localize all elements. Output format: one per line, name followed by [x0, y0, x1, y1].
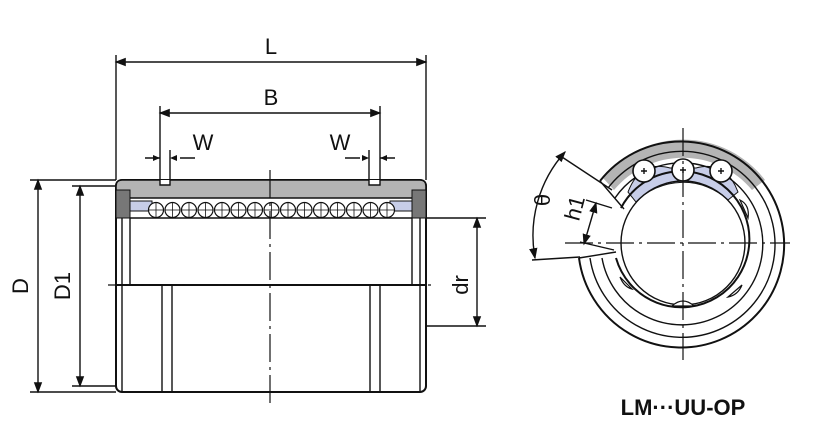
label-h1: h1: [560, 193, 590, 223]
end-view: θ h1: [529, 128, 790, 360]
model-name: LM···UU-OP: [621, 395, 746, 420]
label-L: L: [265, 34, 277, 59]
label-D1: D1: [50, 272, 75, 300]
label-B: B: [264, 85, 279, 110]
label-D: D: [8, 278, 33, 294]
label-theta: θ: [530, 194, 555, 206]
ball-row: [147, 201, 396, 219]
label-W-right: W: [330, 130, 351, 155]
label-dr: dr: [448, 275, 473, 295]
side-view: L B W W D D1 dr: [8, 34, 486, 405]
outer-ring: [578, 140, 786, 349]
label-W-left: W: [193, 130, 214, 155]
